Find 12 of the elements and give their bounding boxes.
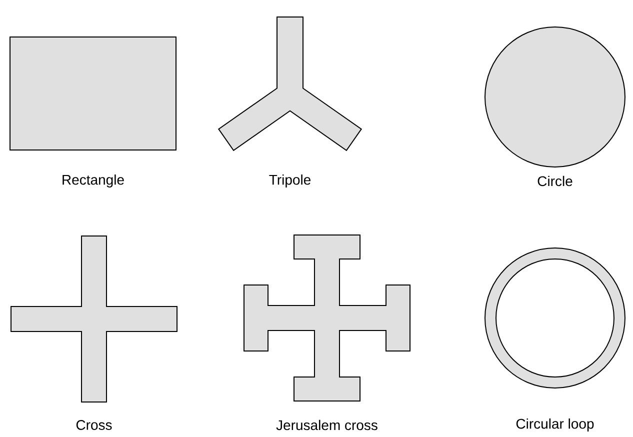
- circle-shape: [484, 26, 626, 168]
- jerusalem-cross-shape: [244, 234, 410, 402]
- ring-shape: [484, 248, 626, 388]
- shape-label: Jerusalem cross: [276, 420, 378, 430]
- shape-label: Tripole: [269, 174, 311, 188]
- shape-label: Cross: [76, 420, 112, 430]
- tripole-shape: [218, 16, 362, 152]
- rectangle-shape: [10, 36, 176, 150]
- shape-label: Circular loop: [516, 418, 594, 432]
- cross-shape: [10, 236, 178, 402]
- shape-label: Circle: [538, 176, 572, 186]
- shape-label: Rectangle: [62, 174, 124, 188]
